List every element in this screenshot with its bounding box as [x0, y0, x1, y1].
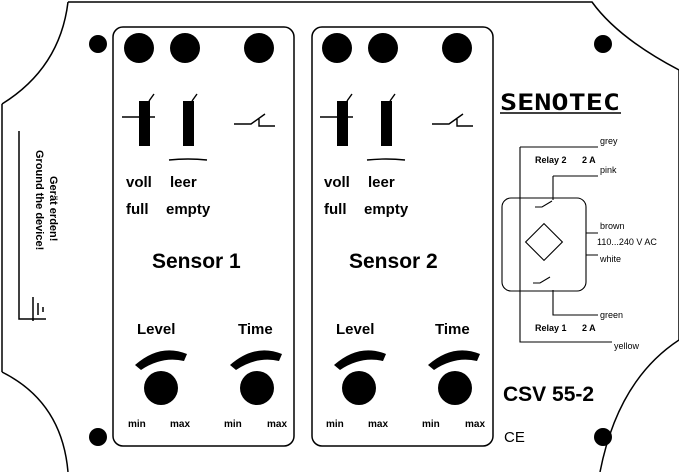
- relay-module-box: [501, 197, 587, 292]
- sensor-2-relay-contact-icon: [432, 113, 473, 127]
- sensor-2-time-max: max: [465, 419, 485, 430]
- sensor-2-time-label: Time: [435, 321, 470, 338]
- sensor-1-led-relay: [244, 33, 274, 63]
- sensor-1-probe-empty-icon: [183, 101, 194, 146]
- mounting-hole-top-right: [594, 35, 612, 53]
- sensor-1-panel: [112, 26, 295, 447]
- sensor-1-level-min: min: [128, 419, 146, 430]
- sensor-1-time-min: min: [224, 419, 242, 430]
- ground-symbol-icon: [32, 297, 44, 321]
- relay-2-rating: 2 A: [582, 155, 596, 165]
- sensor-1-led-full: [124, 33, 154, 63]
- ground-cable: [18, 131, 46, 320]
- mounting-hole-bottom-left: [89, 428, 107, 446]
- wire-pink-label: pink: [600, 165, 617, 175]
- sensor-2-led-empty: [368, 33, 398, 63]
- sensor-1-level-label: Level: [137, 321, 175, 338]
- model-number: CSV 55-2: [503, 383, 594, 406]
- relay-2-label: Relay 2: [535, 155, 567, 165]
- wire-brown-label: brown: [600, 221, 625, 231]
- relay-1-label: Relay 1: [535, 323, 567, 333]
- sensor-2-time-knob[interactable]: [438, 371, 472, 405]
- wire-yellow-label: yellow: [614, 341, 640, 351]
- sensor-1-level-scale-arc: [135, 350, 187, 370]
- sensor-1-mode-de-full: voll: [126, 174, 152, 191]
- sensor-2-panel: [311, 26, 494, 447]
- sensor-1-time-knob[interactable]: [240, 371, 274, 405]
- sensor-2-mode-de-empty: leer: [368, 174, 395, 191]
- sensor-2-level-knob[interactable]: [342, 371, 376, 405]
- sensor-2-mode-en-empty: empty: [364, 201, 409, 218]
- brand-logo: SENOTEC: [500, 91, 620, 116]
- wiring-diagram: [501, 146, 612, 343]
- sensor-1-time-scale-arc: [230, 350, 282, 370]
- sensor-2-mode-en-full: full: [324, 201, 347, 218]
- sensor-1-time-max: max: [267, 419, 287, 430]
- sensor-1-mode-en-empty: empty: [166, 201, 211, 218]
- wire-grey-label: grey: [600, 136, 618, 146]
- sensor-1-level-knob[interactable]: [144, 371, 178, 405]
- sensor-2-led-full: [322, 33, 352, 63]
- ground-note-de: Gerät erden!: [47, 176, 59, 241]
- sensor-2: voll leer full empty Sensor 2 Level Time…: [320, 33, 485, 430]
- sensor-2-probe-empty-icon: [381, 101, 392, 146]
- wire-white-label: white: [599, 254, 621, 264]
- sensor-1: voll leer full empty Sensor 1 Level Time…: [122, 33, 287, 430]
- sensor-1-level-max: max: [170, 419, 190, 430]
- sensor-2-level-label: Level: [336, 321, 374, 338]
- ce-mark: CE: [504, 429, 525, 446]
- sensor-2-led-relay: [442, 33, 472, 63]
- sensor-2-title: Sensor 2: [349, 250, 438, 273]
- wire-green-label: green: [600, 310, 623, 320]
- sensor-2-level-scale-arc: [334, 350, 386, 370]
- sensor-2-probe-full-icon: [337, 101, 348, 146]
- sensor-2-mode-de-full: voll: [324, 174, 350, 191]
- sensor-1-relay-contact-icon: [234, 113, 275, 127]
- sensor-1-mode-en-full: full: [126, 201, 149, 218]
- sensor-1-time-label: Time: [238, 321, 273, 338]
- sensor-2-time-min: min: [422, 419, 440, 430]
- mounting-hole-top-left: [89, 35, 107, 53]
- supply-voltage-label: 110...240 V AC: [597, 237, 657, 247]
- sensor-2-time-scale-arc: [428, 350, 480, 370]
- relay-1-rating: 2 A: [582, 323, 596, 333]
- sensor-1-led-empty: [170, 33, 200, 63]
- sensor-2-level-min: min: [326, 419, 344, 430]
- sensor-2-level-max: max: [368, 419, 388, 430]
- sensor-1-title: Sensor 1: [152, 250, 241, 273]
- sensor-1-mode-de-empty: leer: [170, 174, 197, 191]
- relay-module-symbol-icon: [524, 222, 564, 262]
- mounting-hole-bottom-right: [594, 428, 612, 446]
- ground-note-en: Ground the device!: [33, 150, 45, 250]
- sensor-1-probe-full-icon: [139, 101, 150, 146]
